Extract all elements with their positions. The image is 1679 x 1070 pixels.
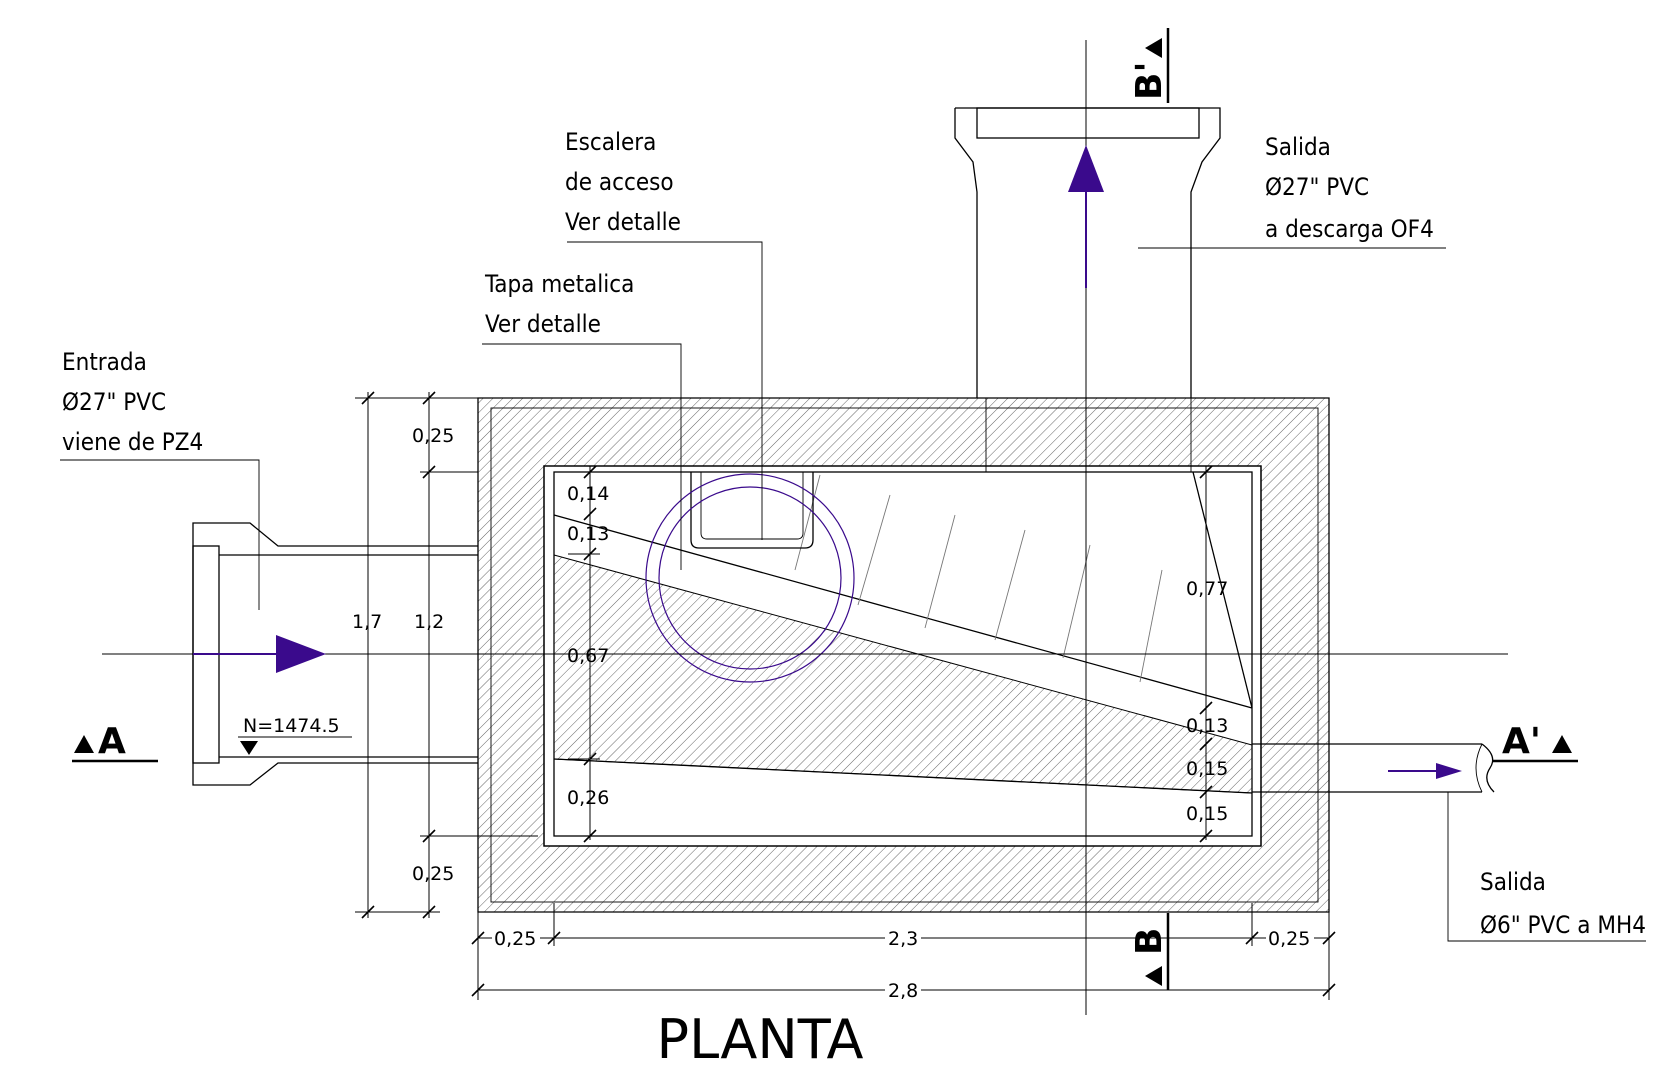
weir-top-line [553,514,1253,709]
note-tapa-line2: Ver detalle [485,310,601,338]
dim-total: 2,8 [471,978,1336,1002]
note-escalera-line2: de acceso [565,168,674,196]
dim-left-outer-text: 1,7 [352,611,382,633]
drawing-title: PLANTA [657,1008,864,1070]
section-marker-a-left: A [72,721,158,763]
note-salida-top: Salida Ø27" PVC a descarga OF4 [1265,133,1434,243]
access-ladder [690,472,814,549]
outlet-chute [1192,471,1253,709]
level-mark: N=1474.5 [238,715,352,755]
dim-bottom-mid-text: 2,3 [888,928,918,950]
note-tapa-line1: Tapa metalica [484,270,634,298]
note-escalera: Escalera de acceso Ver detalle [565,128,681,236]
note-entrada-line3: viene de PZ4 [62,428,203,456]
dim-weir-top-text: 0,14 [567,483,609,505]
dim-right-a-text: 0,13 [1186,715,1228,737]
sloped-bench [553,554,1253,794]
dim-left-inner-text: 1,2 [414,611,444,633]
dim-weir-bot-text: 0,26 [567,787,609,809]
wall-inner-edge [543,465,1262,847]
weir-bottom-line [553,758,1253,794]
dim-weir: 0,14 0,13 0,67 0,26 [567,465,609,843]
note-escalera-line3: Ver detalle [565,208,681,236]
note-salida-right: Salida Ø6" PVC a MH4 [1480,868,1646,939]
dim-wall-bottom-text: 0,25 [412,863,454,885]
note-entrada: Entrada Ø27" PVC viene de PZ4 [62,348,203,456]
outlet-pipe-top [954,107,1221,472]
wall-outer-edge [490,407,1319,903]
section-a-right-label: A' [1502,721,1541,762]
note-entrada-line2: Ø27" PVC [62,388,166,416]
dim-right-c-text: 0,15 [1186,803,1228,825]
section-marker-b-bottom: B [1129,913,1170,990]
dim-weir-gap-text: 0,13 [567,523,609,545]
section-b-top-label: B' [1129,62,1170,100]
dim-wall-top-text: 0,25 [412,425,454,447]
note-entrada-line1: Entrada [62,348,147,376]
note-salida-right-line2: Ø6" PVC a MH4 [1480,911,1646,939]
slope-hatch-lines [794,474,1163,683]
dim-right-tall-text: 0,77 [1186,578,1228,600]
dim-total-text: 2,8 [888,980,918,1002]
dim-right: 0,77 0,13 0,15 0,15 [1186,465,1228,843]
flow-arrow-outlet-top [1068,145,1104,288]
note-escalera-line1: Escalera [565,128,656,156]
dim-bottom-right-text: 0,25 [1268,928,1310,950]
title-text: PLANTA [657,1008,864,1070]
note-salida-top-line3: a descarga OF4 [1265,215,1434,243]
outlet-pipe-right [1252,743,1495,793]
dim-weir-mid-text: 0,67 [567,645,609,667]
note-tapa: Tapa metalica Ver detalle [484,270,634,338]
dim-left-inner: 0,25 1,2 0,25 [412,391,538,919]
section-b-bottom-label: B [1129,928,1170,955]
manhole-cover-outer [645,473,855,683]
section-a-left-label: A [98,721,126,762]
note-salida-right-line1: Salida [1480,868,1546,896]
flow-arrow-inlet [193,635,326,673]
level-text: N=1474.5 [243,715,340,737]
manhole-cover-inner [658,486,842,670]
chamber-structure [477,397,1330,913]
section-marker-a-right: A' [1493,721,1578,763]
access-ladder-inner [700,472,804,540]
dim-bottom-left-text: 0,25 [494,928,536,950]
flow-arrow-outlet-right [1388,763,1462,779]
dim-left-outer: 1,7 [352,391,478,919]
dim-bottom: 0,25 2,3 0,25 [471,903,1336,1000]
note-salida-top-line1: Salida [1265,133,1331,161]
dim-right-b-text: 0,15 [1186,758,1228,780]
note-salida-top-line2: Ø27" PVC [1265,173,1369,201]
section-marker-b-top: B' [1129,28,1170,103]
leader-lines [60,241,1646,942]
